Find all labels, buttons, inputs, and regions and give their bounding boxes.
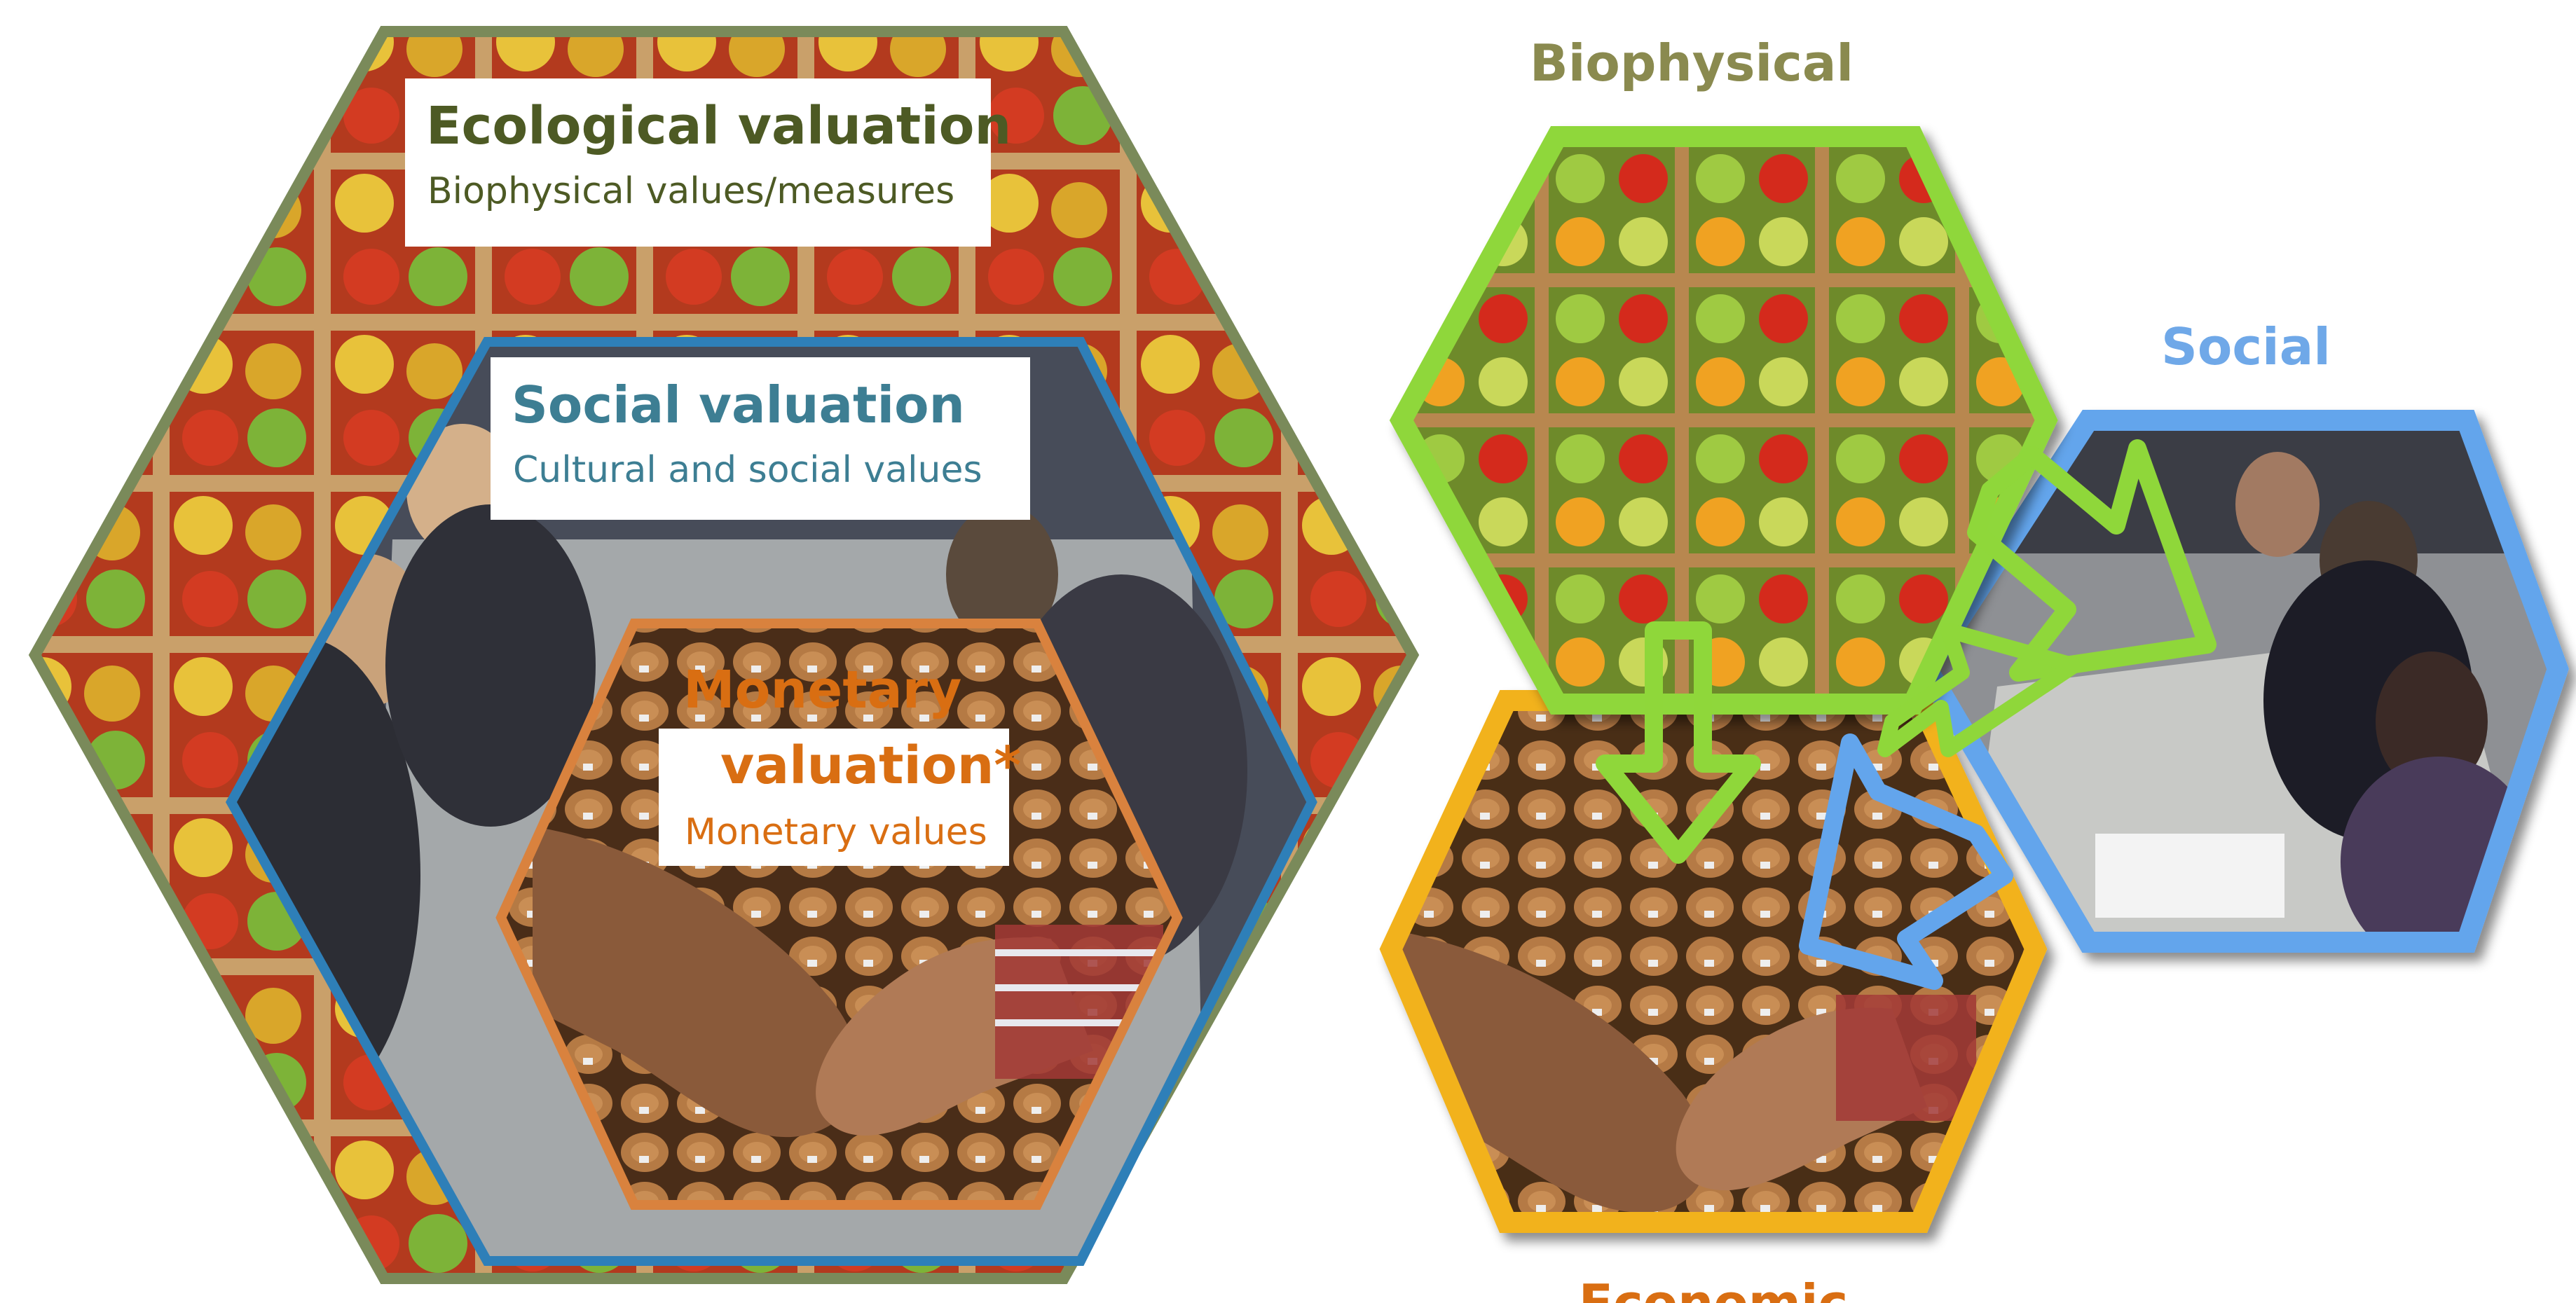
ecological-subtitle: Biophysical values/measures bbox=[427, 170, 954, 212]
social-label-right: Social bbox=[2161, 317, 2331, 376]
social-label-box bbox=[491, 357, 1030, 520]
right-cycle-diagram: Biophysical Social Economic bbox=[1379, 34, 2569, 1303]
monetary-hexagon-left bbox=[495, 619, 1183, 1210]
left-nested-diagram: Ecological valuation Biophysical values/… bbox=[28, 26, 1420, 1284]
social-title-left: Social valuation bbox=[512, 375, 965, 434]
monetary-subtitle: Monetary values bbox=[685, 811, 987, 853]
ecological-title: Ecological valuation bbox=[426, 96, 1011, 156]
social-hexagon-left bbox=[225, 337, 1317, 1266]
economic-label: Economic bbox=[1579, 1274, 1848, 1303]
social-subtitle-left: Cultural and social values bbox=[513, 449, 982, 491]
handshake-photo-right bbox=[1391, 701, 2036, 1222]
biophysical-to-economic-arrow bbox=[1596, 621, 1761, 864]
biophysical-label: Biophysical bbox=[1530, 34, 1854, 92]
monetary-label-box bbox=[659, 729, 1009, 866]
economic-to-social-arrow bbox=[1877, 623, 2082, 757]
cycle-arrows bbox=[1596, 439, 2217, 990]
monetary-title-line1: Monetary bbox=[683, 660, 961, 720]
biophysical-to-social-arrow bbox=[1967, 439, 2217, 682]
ecological-label-box bbox=[405, 78, 991, 247]
handshake-photo-left bbox=[501, 623, 1177, 1205]
ecological-hexagon bbox=[28, 26, 1420, 1284]
monetary-title-line2: valuation* bbox=[720, 736, 1021, 796]
social-to-economic-arrow bbox=[1799, 733, 2013, 990]
